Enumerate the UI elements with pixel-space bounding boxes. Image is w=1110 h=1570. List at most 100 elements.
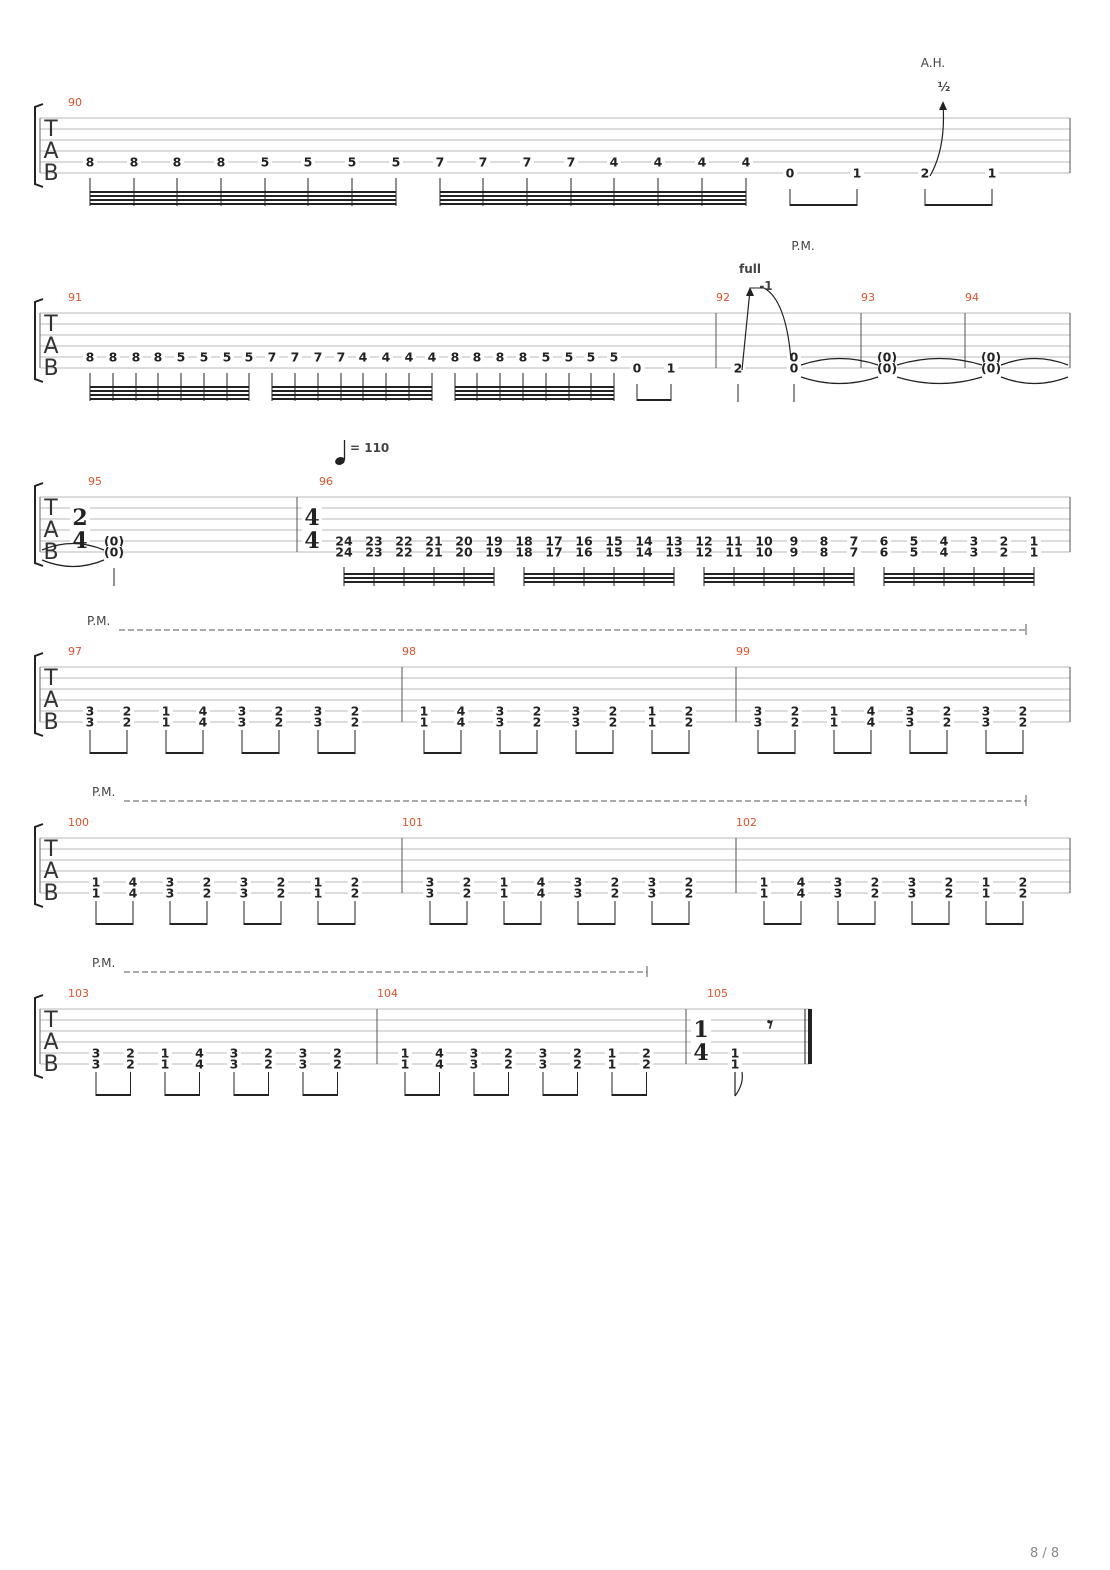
fret-mask: [584, 351, 598, 363]
fret-mask: [967, 546, 981, 558]
fret-mask: [637, 546, 651, 558]
fret-number: 3: [230, 1046, 239, 1061]
fret-mask: [645, 887, 659, 899]
fret-number: 19: [485, 545, 502, 560]
fret-mask: [1016, 876, 1030, 888]
fret-number: 5: [200, 350, 209, 365]
tie: [1000, 376, 1069, 385]
fret-number: 22: [395, 545, 412, 560]
fret-mask: [274, 887, 288, 899]
fret-mask: [397, 535, 411, 547]
beam: [272, 390, 432, 392]
fret-mask: [520, 156, 534, 168]
fret-mask: [417, 705, 431, 717]
fret-number: 13: [665, 545, 682, 560]
fret-mask: [942, 876, 956, 888]
beam: [90, 752, 127, 754]
fret-number: 3: [426, 875, 435, 890]
fret-mask: [423, 876, 437, 888]
fret-number: 7: [268, 350, 277, 365]
beam: [244, 923, 281, 925]
fret-mask: [827, 705, 841, 717]
bend-curve: [929, 103, 945, 177]
fret-number: 0: [790, 350, 799, 365]
beam: [440, 191, 746, 193]
beam: [764, 923, 801, 925]
beam: [834, 752, 871, 754]
tab-letter-a: A: [43, 1030, 58, 1055]
fret-number: 1: [162, 715, 171, 730]
fret-mask: [337, 546, 351, 558]
fret-number: 7: [850, 534, 859, 549]
measure-number: 95: [88, 475, 102, 488]
fret-mask: [467, 1058, 481, 1070]
fret-number: 1: [982, 886, 991, 901]
fret-number: 4: [797, 875, 806, 890]
fret-number: 3: [92, 1057, 101, 1072]
fret-number: 3: [299, 1046, 308, 1061]
fret-mask: [868, 887, 882, 899]
staff-system-5: [40, 837, 1070, 894]
fret-mask: [979, 887, 993, 899]
fret-number: 1: [161, 1057, 170, 1072]
fret-number: 5: [610, 350, 619, 365]
fret-number: 2: [642, 1057, 651, 1072]
time-signature-2-4-bottom: 4: [72, 528, 87, 554]
fret-number: 10: [755, 534, 773, 549]
fret-mask: [159, 705, 173, 717]
beam: [303, 1094, 338, 1096]
tab-letter-b: B: [43, 356, 58, 381]
fret-number: 3: [166, 875, 175, 890]
beam: [440, 199, 746, 201]
fret-mask: [345, 156, 359, 168]
time-signature-4-4-bottom: 4: [304, 528, 319, 554]
beam: [455, 398, 614, 400]
fret-number: 3: [906, 715, 915, 730]
fret-mask: [831, 876, 845, 888]
fret-number: 1: [648, 704, 657, 719]
measure-number: 100: [68, 816, 89, 829]
fret-number: 18: [515, 545, 532, 560]
staff-system-6: [40, 1008, 810, 1065]
fret-mask: [311, 876, 325, 888]
fret-number: 3: [230, 1057, 239, 1072]
fret-mask: [794, 887, 808, 899]
fret-mask: [261, 1058, 276, 1070]
measure-number: 96: [319, 475, 333, 488]
fret-number: 6: [880, 545, 889, 560]
measure-number: 90: [68, 96, 82, 109]
fret-mask: [757, 535, 771, 547]
fret-mask: [751, 705, 765, 717]
time-signature-mask: [691, 1017, 711, 1061]
beam: [524, 573, 674, 575]
fret-number: 3: [240, 875, 249, 890]
fret-mask: [497, 876, 511, 888]
fret-number: 3: [314, 715, 323, 730]
fret-mask: [501, 1047, 516, 1059]
fret-number: 7: [523, 155, 532, 170]
fret-number: 4: [435, 1046, 444, 1061]
fret-mask: [877, 546, 891, 558]
fret-number: 20: [455, 545, 473, 560]
fret-mask: [570, 1047, 585, 1059]
fret-mask: [605, 1047, 619, 1059]
fret-number: 1: [830, 704, 839, 719]
fret-number: 9: [790, 545, 799, 560]
tab-letter-b: B: [43, 1052, 58, 1077]
beam: [90, 191, 396, 193]
fret-number: 2: [351, 715, 360, 730]
fret-mask: [517, 535, 531, 547]
fret-number: 7: [567, 155, 576, 170]
fret-mask: [667, 546, 681, 558]
fret-mask: [493, 705, 507, 717]
fret-number: 8: [154, 350, 163, 365]
fret-number: 7: [479, 155, 488, 170]
fret-mask: [107, 546, 121, 558]
fret-mask: [227, 1058, 241, 1070]
page-number: 8 / 8: [1030, 1546, 1060, 1561]
fret-number: 3: [908, 875, 917, 890]
fret-number: 5: [587, 350, 596, 365]
fret-mask: [470, 351, 484, 363]
fret-number: 8: [109, 350, 118, 365]
release-curve: [763, 287, 792, 361]
